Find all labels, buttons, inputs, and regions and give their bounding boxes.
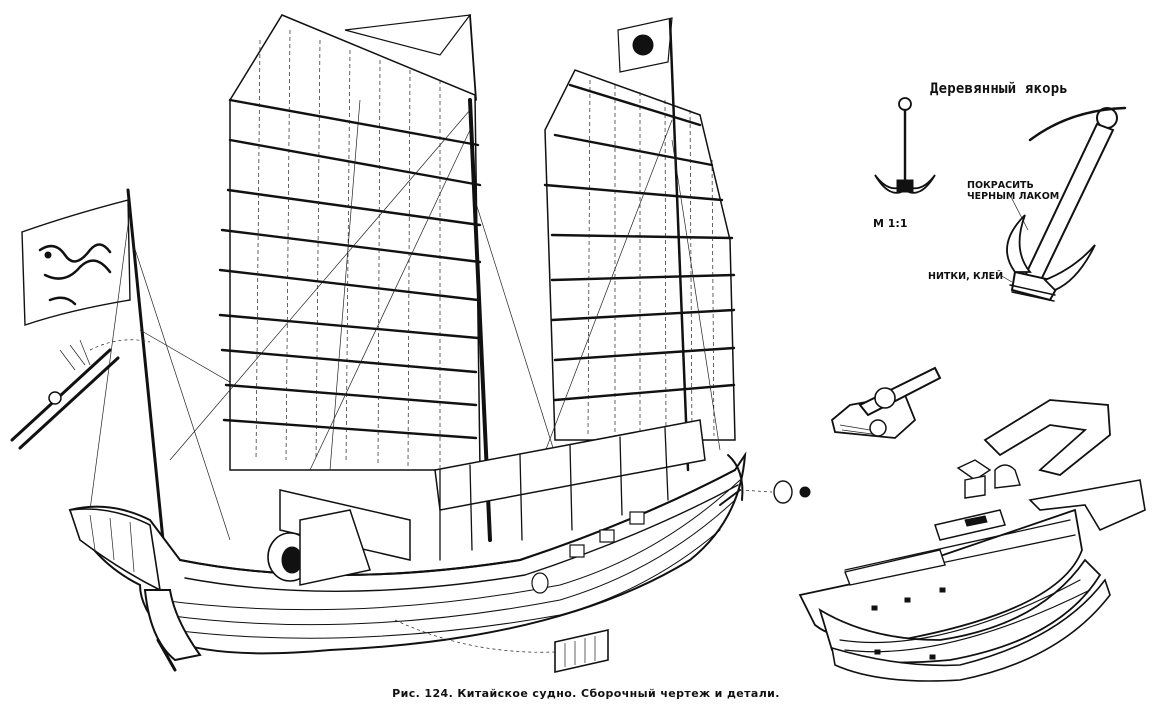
paint-note: ПОКРАСИТЬ ЧЕРНЫМ ЛАКОМ [967, 180, 1059, 202]
spar-detail [10, 339, 151, 450]
ladder-part [394, 619, 609, 674]
anchor-scale-drawing [874, 97, 936, 194]
dragon-flag [21, 199, 131, 326]
scale-label: М 1:1 [873, 217, 908, 230]
bow-discs [739, 480, 811, 504]
deck-structures [267, 419, 706, 586]
rigging [169, 99, 721, 471]
mizzen-sail [543, 17, 736, 472]
thread-glue-note: НИТКИ, КЛЕЙ [928, 271, 1004, 282]
cannon-detail [830, 366, 942, 439]
hull [68, 451, 747, 672]
figure-caption: Рис. 124. Китайское судно. Сборочный чер… [392, 687, 780, 700]
main-sail [218, 14, 482, 471]
paint-note-line1: ПОКРАСИТЬ [967, 180, 1034, 191]
paint-note-line2: ЧЕРНЫМ ЛАКОМ [967, 191, 1060, 202]
hull-parts-exploded [798, 399, 1146, 682]
anchor-title: Деревянный якорь [930, 81, 1069, 97]
anchor-perspective [999, 106, 1127, 302]
